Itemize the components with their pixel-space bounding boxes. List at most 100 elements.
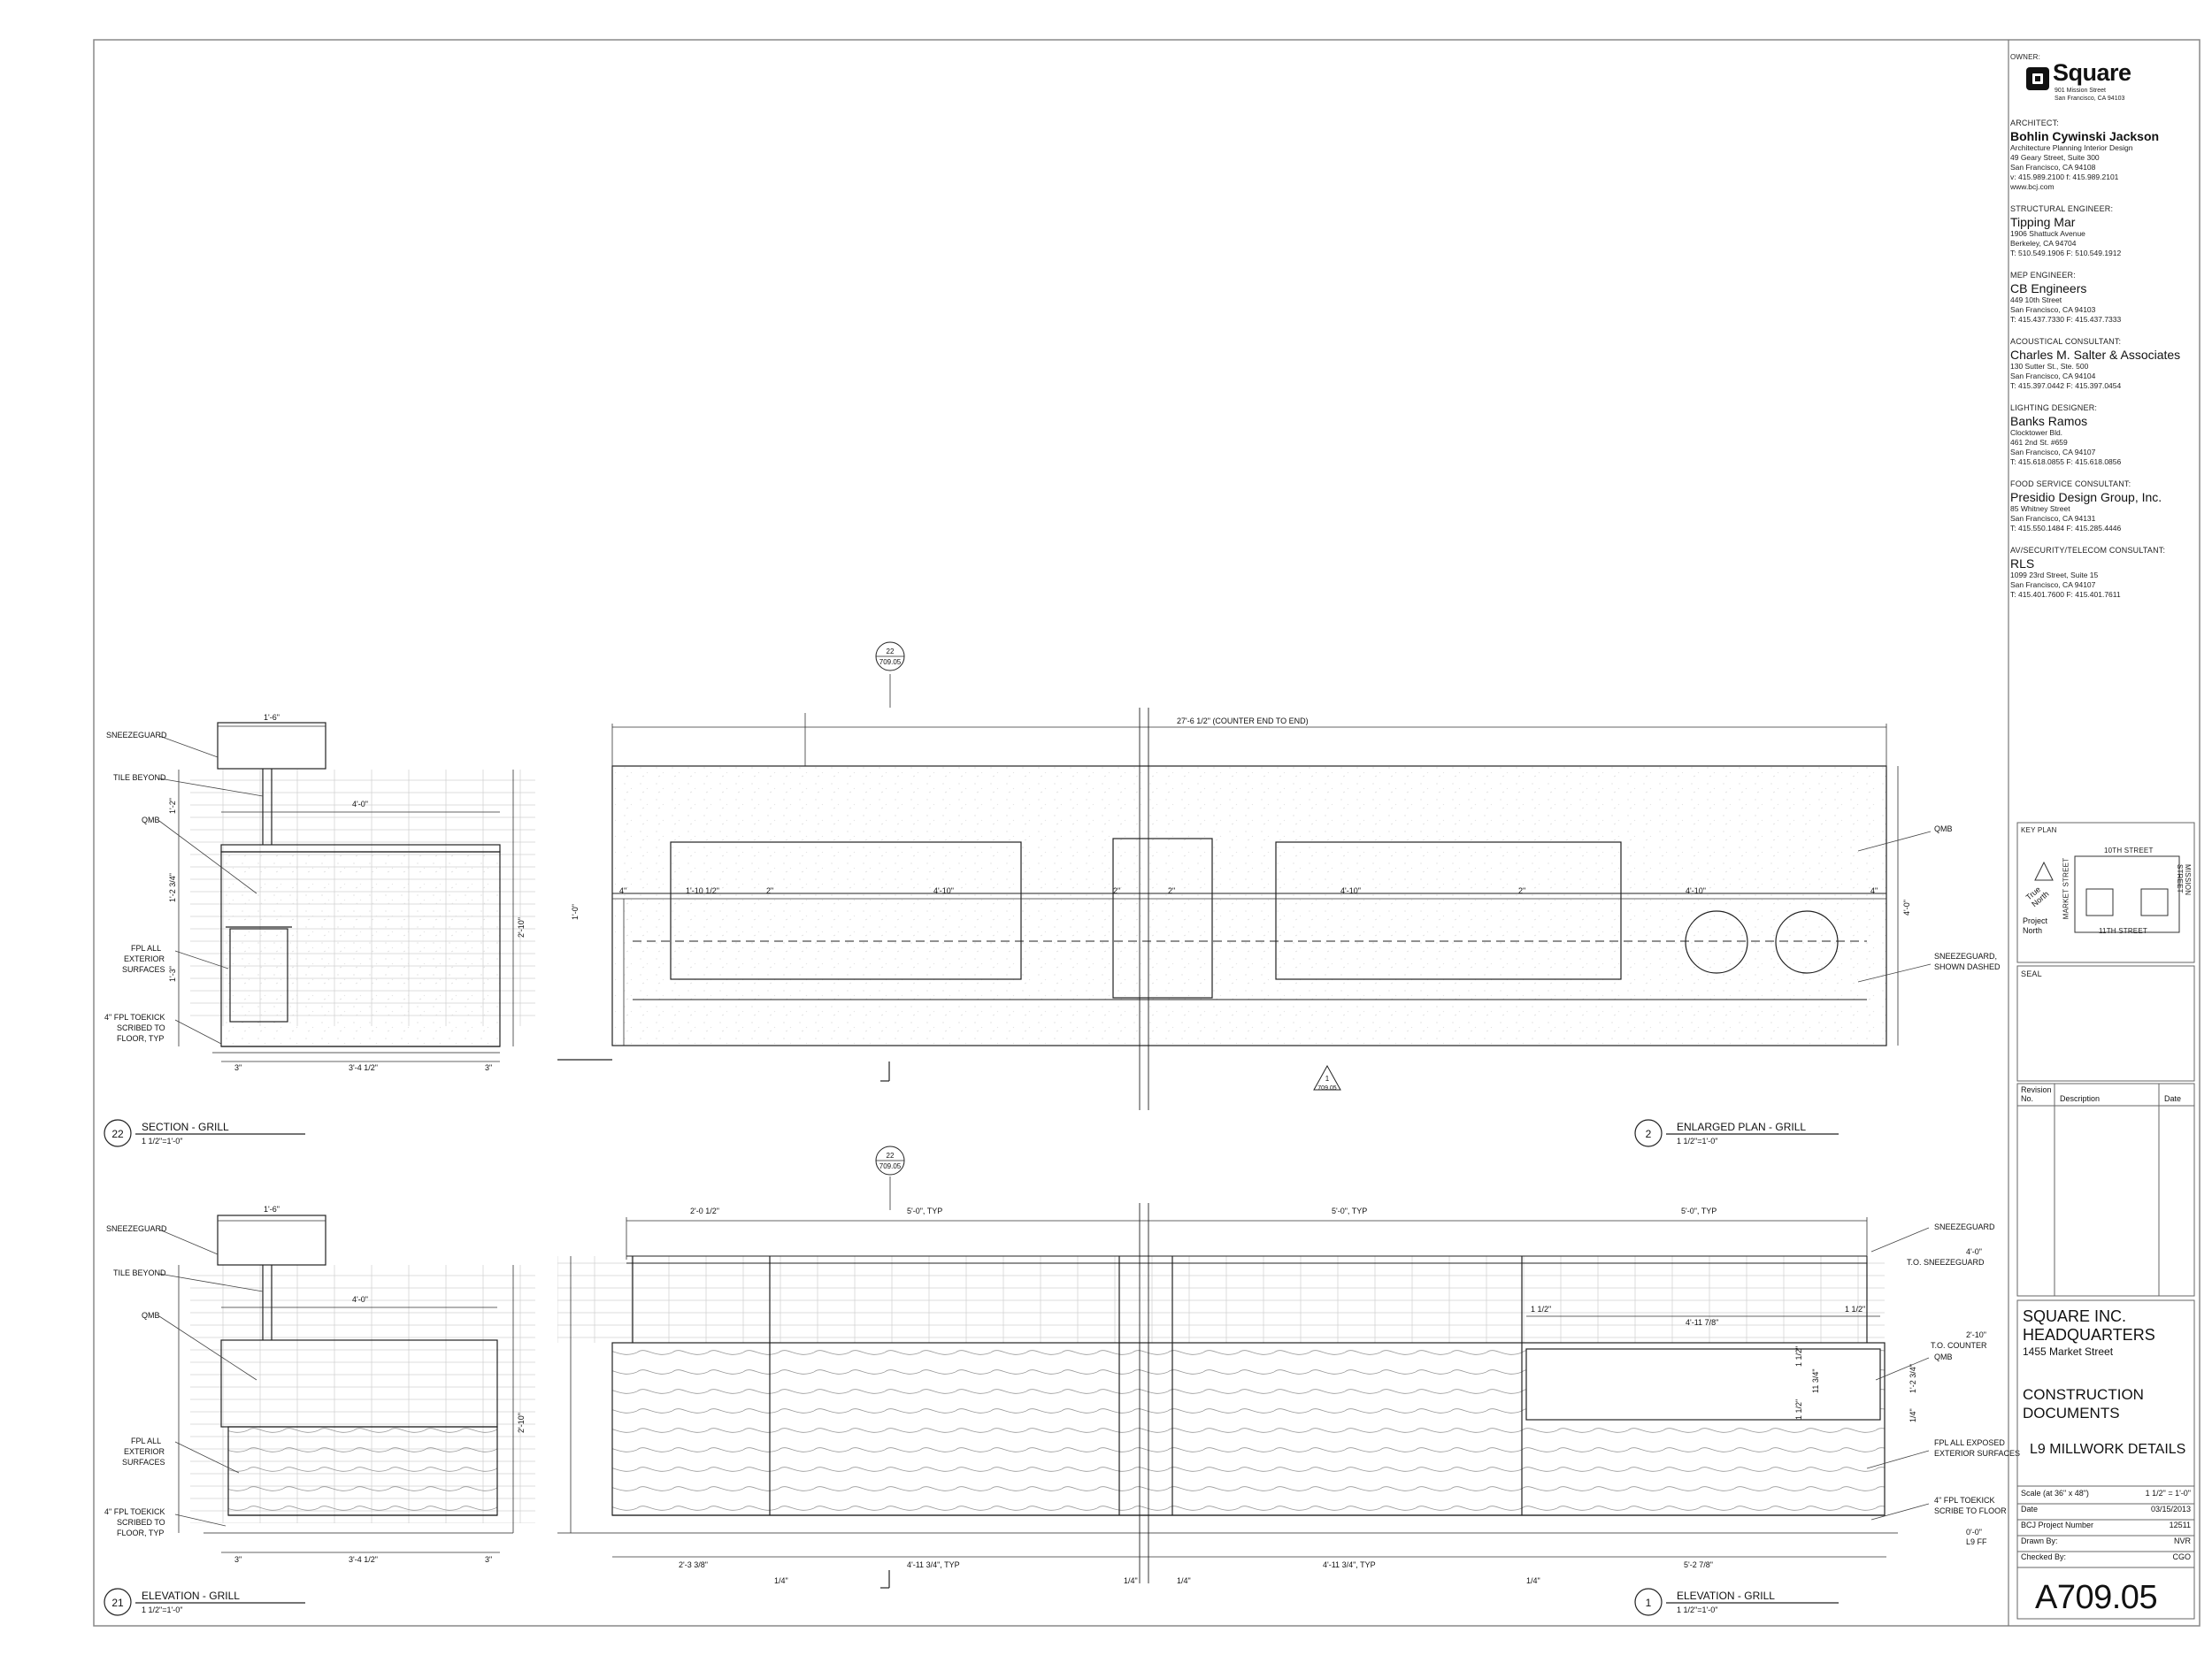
plan-depth-dim: 4'-0": [1902, 900, 1911, 916]
elev21-dim-top: 1'-6": [264, 1205, 280, 1214]
consultant-line: v: 415.989.2100 f: 415.989.2101: [2010, 172, 2119, 181]
elevation-1-leaders: [1866, 1227, 1930, 1521]
project-name-line-1: SQUARE INC.: [2023, 1307, 2127, 1325]
elev21-qmb-label: QMB: [142, 1311, 160, 1320]
revision-description-header: Description: [2060, 1094, 2101, 1103]
elev1-fpl-1: FPL ALL EXPOSED: [1934, 1438, 2005, 1447]
sec22-dim-b3: 3": [485, 1063, 492, 1072]
consultant-line: T: 415.437.7330 F: 415.437.7333: [2010, 315, 2122, 324]
sec22-dim-h4: 1'-3": [168, 966, 177, 982]
owner-block: OWNER: Square 901 Mission Street San Fra…: [2010, 53, 2196, 103]
view-2-scale: 1 1/2"=1'-0": [1677, 1137, 1717, 1146]
consultant-line: 461 2nd St. #659: [2010, 438, 2068, 447]
sec22-dim-b1: 3": [234, 1063, 242, 1072]
elev1-to-counter-label: T.O. COUNTER: [1931, 1341, 1987, 1350]
phase-block: CONSTRUCTION DOCUMENTS: [2023, 1385, 2144, 1422]
consultant-line: www.bcj.com: [2010, 182, 2055, 191]
section-22-drawing: [190, 722, 535, 1054]
plan-side-dim: 1'-0": [571, 904, 580, 920]
key-plan-label: KEY PLAN: [2021, 826, 2057, 834]
elev1-to-sneeze-dim: 4'-0": [1966, 1247, 1982, 1256]
key-plan-street-right: MISSION STREET: [2176, 864, 2192, 896]
sec22-toekick-2: SCRIBED TO: [117, 1023, 165, 1032]
view-22-title: SECTION - GRILL: [142, 1121, 229, 1133]
consultant-role: ACOUSTICAL CONSULTANT:: [2010, 337, 2122, 346]
key-plan-street-top: 10TH STREET: [2104, 847, 2154, 854]
consultant-line: T: 510.549.1906 F: 510.549.1912: [2010, 249, 2122, 257]
consultant-architect: ARCHITECT: Bohlin Cywinski Jackson Archi…: [2010, 119, 2196, 192]
plan-dim-7: 2": [1518, 886, 1525, 895]
elev1-ref22-sheet: 709.05: [879, 1162, 902, 1170]
elev1-bottom-1: 4'-11 3/4", TYP: [907, 1560, 960, 1569]
plan-2-drawing: [557, 708, 1887, 1110]
plan-qmb-label: QMB: [1934, 824, 1953, 833]
elev1-floor-dim: 0'-0": [1966, 1528, 1982, 1537]
key-plan-graphic: [2034, 855, 2180, 933]
view-21-scale: 1 1/2"=1'-0": [142, 1606, 182, 1614]
elev1-floor-label: L9 FF: [1966, 1537, 1987, 1546]
elev21-fpl-1: FPL ALL: [131, 1437, 161, 1445]
elev1-bottom-0: 2'-3 3/8": [679, 1560, 708, 1569]
consultant-role: MEP ENGINEER:: [2010, 271, 2076, 280]
elev1-qmb-label: QMB: [1934, 1353, 1953, 1361]
consultant-line: San Francisco, CA 94107: [2010, 448, 2096, 456]
plan-section-ref-22: 22 709.05: [875, 641, 905, 708]
consultant-line: Architecture Planning Interior Design: [2010, 143, 2133, 152]
elev21-dim-b2: 3'-4 1/2": [349, 1555, 378, 1564]
sec22-qmb-label: QMB: [142, 816, 160, 824]
consultant-name: Presidio Design Group, Inc.: [2010, 490, 2162, 504]
sec22-toekick-3: FLOOR, TYP: [117, 1034, 164, 1043]
key-plan-street-bottom: 11TH STREET: [2099, 927, 2147, 935]
sec22-toekick-1: 4" FPL TOEKICK: [104, 1013, 165, 1022]
elev1-inner-1: 4'-11 7/8": [1686, 1318, 1718, 1327]
elev1-frac-2: 1/4": [1177, 1576, 1191, 1585]
project-name-line-2: HEADQUARTERS: [2023, 1326, 2155, 1344]
elevation-21-dims: [178, 1220, 514, 1553]
elev21-toekick-3: FLOOR, TYP: [117, 1529, 164, 1537]
consultant-structural: STRUCTURAL ENGINEER: Tipping Mar 1906 Sh…: [2010, 204, 2196, 258]
consultant-lighting: LIGHTING DESIGNER: Banks Ramos Clocktowe…: [2010, 403, 2196, 467]
elevation-1-drawing: [557, 1203, 1898, 1589]
info-row-scale: Scale (at 36" x 48") 1 1/2" = 1'-0": [2021, 1489, 2191, 1505]
view-1-scale: 1 1/2"=1'-0": [1677, 1606, 1717, 1614]
phase-line-1: CONSTRUCTION: [2023, 1386, 2144, 1403]
consultant-name: RLS: [2010, 556, 2035, 571]
elev1-frac-3: 1/4": [1526, 1576, 1540, 1585]
plan-dim-5: 2": [1168, 886, 1175, 895]
elevation-21-drawing: [190, 1215, 535, 1534]
view-22-scale: 1 1/2"=1'-0": [142, 1137, 182, 1146]
elev21-tile-label: TILE BEYOND: [113, 1268, 166, 1277]
plan-ref1-number: 1: [1325, 1075, 1330, 1083]
elev21-toekick-1: 4" FPL TOEKICK: [104, 1507, 165, 1516]
elev1-ref22-number: 22: [887, 1152, 895, 1160]
consultant-food-service: FOOD SERVICE CONSULTANT: Presidio Design…: [2010, 479, 2196, 533]
sec22-fpl-3: SURFACES: [122, 965, 165, 974]
info-value: 03/15/2013: [2150, 1505, 2191, 1514]
view-title-1: 1 ELEVATION - GRILL 1 1/2"=1'-0": [1634, 1588, 1839, 1616]
sec22-dim-h2: 1'-2 3/4": [168, 873, 177, 902]
plan-ref1-sheet: 709.05: [1317, 1085, 1337, 1092]
elev1-bottom-3: 5'-2 7/8": [1684, 1560, 1713, 1569]
info-row-project-number: BCJ Project Number 12511: [2021, 1521, 2191, 1537]
plan-sneeze-label-1: SNEEZEGUARD,: [1934, 952, 1997, 961]
sheet-number: A709.05: [2035, 1579, 2158, 1616]
view-1-title: ELEVATION - GRILL: [1677, 1590, 1775, 1602]
sec22-dim-top: 1'-6": [264, 713, 280, 722]
info-row-date: Date 03/15/2013: [2021, 1505, 2191, 1521]
view-title-2: 2 ENLARGED PLAN - GRILL 1 1/2"=1'-0": [1634, 1119, 1839, 1147]
plan-2-dims: [611, 713, 1899, 1046]
info-value: CGO: [2172, 1552, 2191, 1561]
elev1-fpl-2: EXTERIOR SURFACES: [1934, 1449, 2020, 1458]
phase-line-2: DOCUMENTS: [2023, 1405, 2120, 1422]
consultant-line: 130 Sutter St., Ste. 500: [2010, 362, 2089, 371]
plan-ref22-number: 22: [887, 648, 895, 655]
elev1-inner-6: 1'-2 3/4": [1909, 1364, 1917, 1393]
sec22-sneezeguard-label: SNEEZEGUARD: [106, 731, 167, 740]
elev1-to-sneeze-label: T.O. SNEEZEGUARD: [1907, 1258, 1985, 1267]
plan-sneeze-label-2: SHOWN DASHED: [1934, 962, 2001, 971]
elev1-toekick-1: 4" FPL TOEKICK: [1934, 1496, 1995, 1505]
elev1-inner-5: 1 1/2": [1794, 1399, 1803, 1420]
elev1-top-3: 5'-0", TYP: [1681, 1207, 1717, 1215]
elev21-fpl-3: SURFACES: [122, 1458, 165, 1467]
